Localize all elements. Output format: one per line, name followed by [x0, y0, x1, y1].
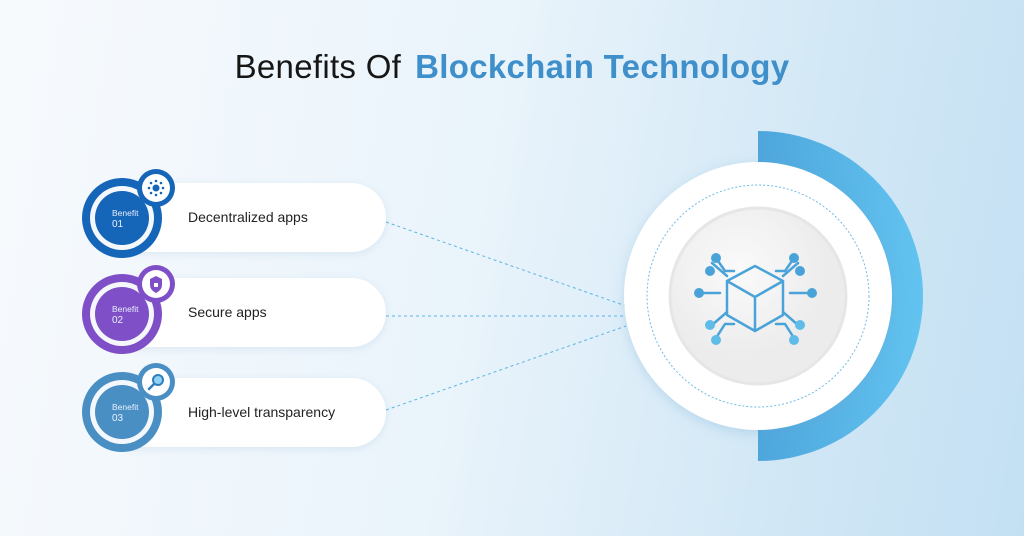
dashed-ring: [646, 184, 870, 408]
benefit-text: High-level transparency: [188, 404, 336, 420]
benefit-text: Secure apps: [188, 304, 267, 320]
benefit-card-2: Secure apps: [130, 278, 386, 347]
title-part-1: Benefits Of: [234, 48, 402, 85]
benefit-card-1: Decentralized apps: [130, 183, 386, 252]
title-part-2: Blockchain Technology: [415, 48, 790, 85]
blockchain-cube-icon: [694, 253, 817, 345]
benefit-card-3: High-level transparency: [130, 378, 386, 447]
connector-lines: [385, 221, 627, 411]
benefit-text: Decentralized apps: [188, 209, 308, 225]
page-title: Benefits Of Blockchain Technology: [0, 48, 1024, 86]
